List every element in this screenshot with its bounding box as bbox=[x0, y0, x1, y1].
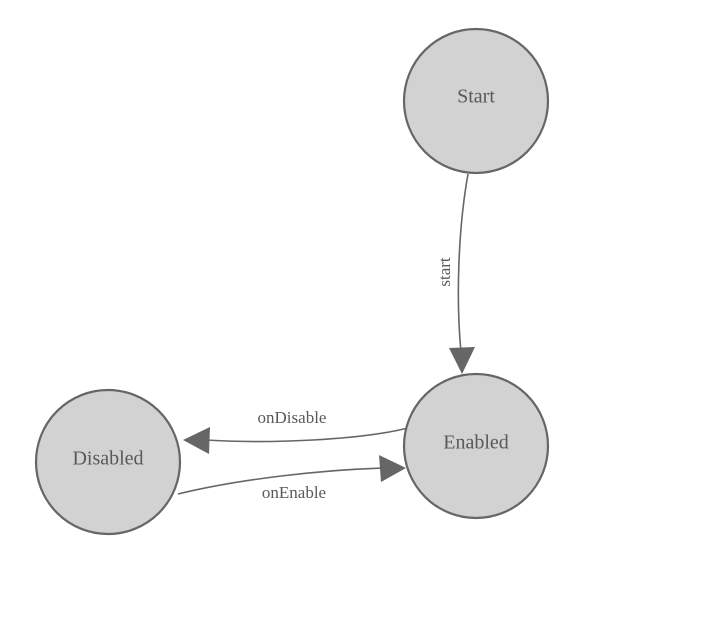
state-node-disabled[interactable]: Disabled bbox=[34, 388, 182, 536]
state-node-disabled-label: Disabled bbox=[72, 448, 143, 470]
state-node-start[interactable]: Start bbox=[402, 27, 550, 175]
transition-start-to-enabled[interactable]: start bbox=[435, 173, 475, 374]
state-node-disabled-shape bbox=[34, 388, 182, 536]
arrowhead-enabled-to-disabled bbox=[183, 427, 210, 454]
transition-disabled-to-enabled[interactable]: onEnable bbox=[177, 455, 406, 502]
arrowhead-start-to-enabled bbox=[449, 347, 475, 374]
transition-path-disabled-to-enabled bbox=[177, 467, 384, 495]
transition-enabled-to-disabled[interactable]: onDisable bbox=[183, 408, 409, 454]
transition-label-onenable: onEnable bbox=[262, 483, 326, 502]
arrowhead-disabled-to-enabled bbox=[379, 455, 406, 482]
transition-path-enabled-to-disabled bbox=[205, 427, 409, 443]
state-node-enabled-shape bbox=[402, 372, 550, 520]
state-node-enabled[interactable]: Enabled bbox=[402, 372, 550, 520]
transition-path-start-to-enabled bbox=[457, 173, 469, 353]
transition-label-start: start bbox=[435, 257, 454, 287]
state-node-start-label: Start bbox=[457, 86, 495, 108]
transition-label-ondisable: onDisable bbox=[258, 408, 327, 427]
state-node-enabled-label: Enabled bbox=[443, 432, 509, 454]
state-node-start-shape bbox=[402, 27, 550, 175]
